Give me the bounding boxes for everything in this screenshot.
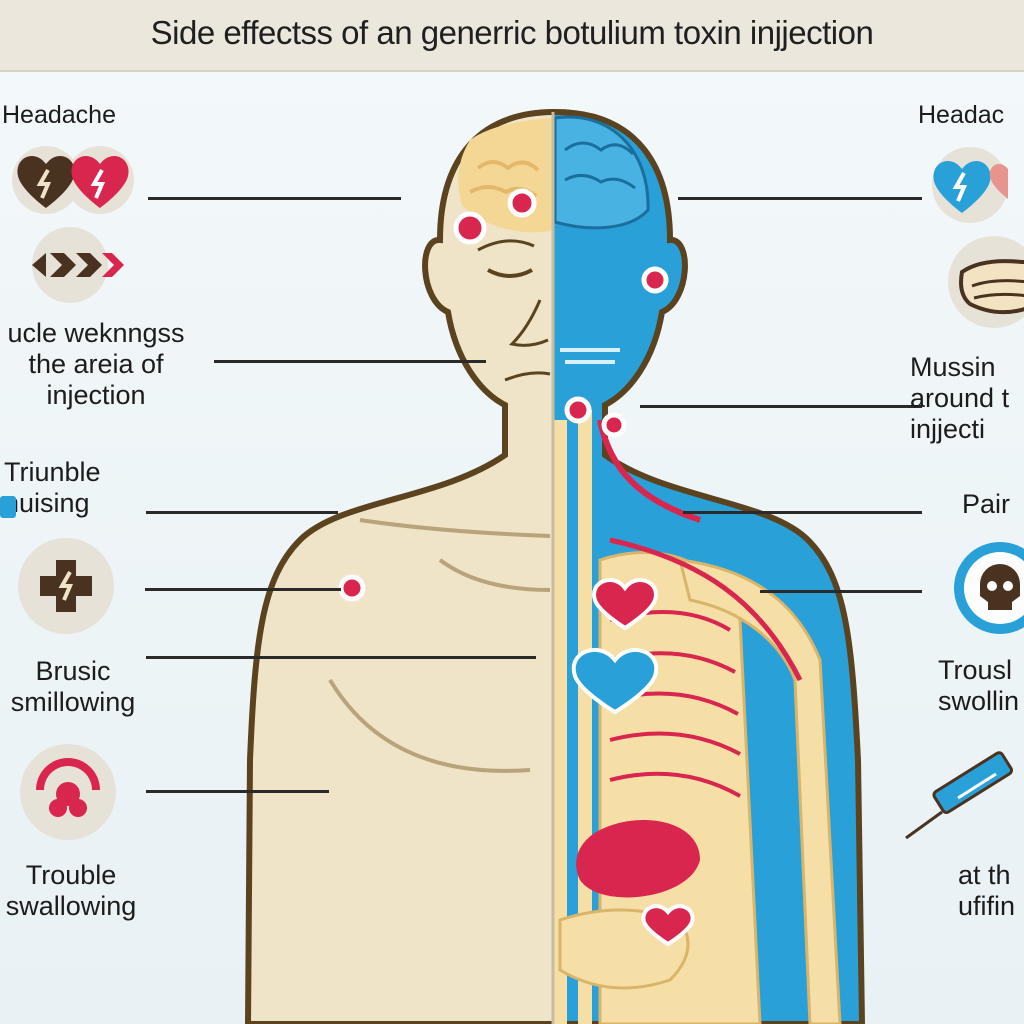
broken-heart-icon [12, 146, 134, 214]
stomach-icon [20, 744, 116, 840]
connector-line [640, 405, 922, 408]
label-pain: Pair [962, 489, 1011, 519]
red-heart-icon [592, 578, 658, 631]
connector-line [683, 511, 922, 514]
small-heart-icon [641, 904, 695, 947]
title-bar [0, 0, 1024, 72]
connector-line [214, 360, 486, 363]
connector-line [146, 511, 338, 514]
syringe-icon [905, 751, 1013, 840]
label-headache-right: Headac [918, 101, 1005, 129]
label-trouble-swallowing-right: Trousl swollin [938, 655, 1020, 716]
hand-icon [948, 236, 1024, 328]
connector-line [148, 197, 401, 200]
chevrons-icon [32, 227, 124, 303]
medical-cross-icon [18, 538, 114, 634]
label-muscle-weakness: ucle weknngss the areia of injection [7, 318, 185, 410]
effect-points [338, 188, 669, 602]
label-at-the: at th ufifin [958, 860, 1016, 921]
blue-bar-icon [0, 496, 16, 518]
blue-heart-icon [932, 147, 1008, 223]
connector-line [146, 656, 536, 659]
connector-line [678, 197, 922, 200]
skull-icon [954, 542, 1024, 634]
connector-line [145, 588, 341, 591]
label-headache-left: Headache [2, 101, 116, 129]
label-trouble-swallowing-left: Trouble swallowing [5, 860, 137, 921]
label-mussing: Mussin around t injjecti [910, 352, 1010, 444]
connector-line [146, 790, 329, 793]
page-title: Side effectss of an generric botulium to… [150, 14, 874, 51]
label-trouble-bruising: Triunble nuising [4, 457, 101, 518]
connector-line [760, 590, 922, 593]
blue-heart-icon [571, 648, 659, 715]
label-bruise-swallowing: Brusic smillowing [10, 656, 136, 717]
